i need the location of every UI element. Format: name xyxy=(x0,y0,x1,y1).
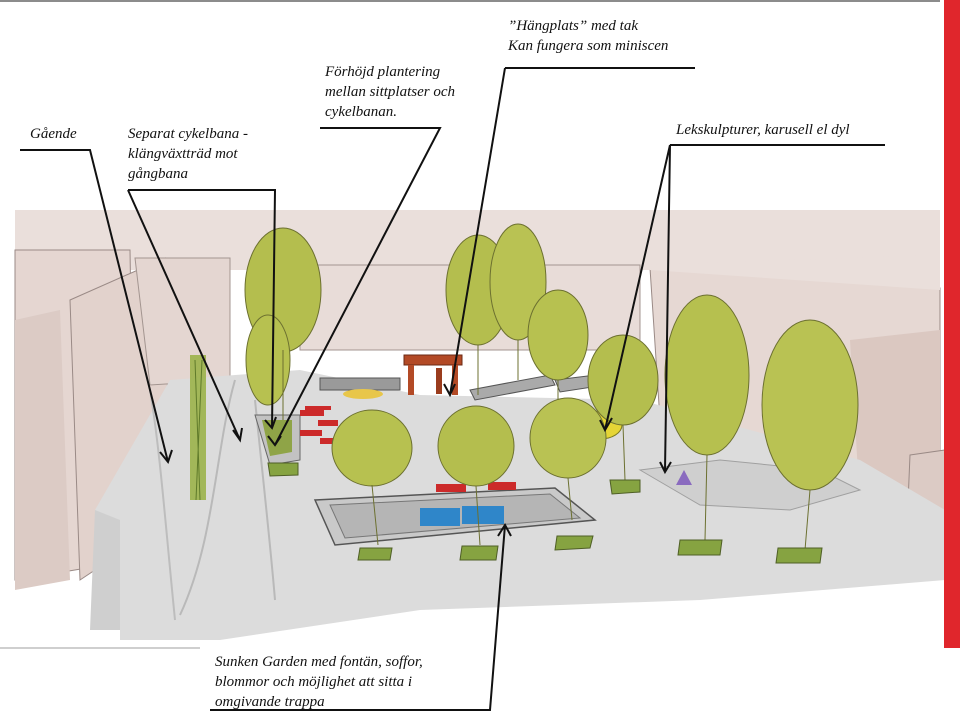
label-line: Lekskulpturer, karusell el dyl xyxy=(676,122,850,138)
leader-hangplats xyxy=(449,67,695,396)
label-gaende: Gående xyxy=(30,124,77,144)
seating xyxy=(300,406,340,444)
label-line: Separat cykelbana - xyxy=(128,126,248,142)
label-line: mellan sittplatser och xyxy=(325,84,455,100)
leader-lekskulpturer xyxy=(604,144,885,471)
leader-lines xyxy=(20,67,885,711)
label-line: cykelbanan. xyxy=(325,104,398,120)
label-plantering: Förhöjd plantering mellan sittplatser oc… xyxy=(325,62,455,122)
label-hangplats: ”Hängplats” med tak Kan fungera som mini… xyxy=(508,16,668,56)
label-line: ”Hängplats” med tak xyxy=(508,18,639,34)
top-rule xyxy=(0,0,940,2)
label-lekskulpturer: Lekskulpturer, karusell el dyl xyxy=(676,120,850,140)
label-line: Kan fungera som miniscen xyxy=(508,38,669,54)
sunken-garden xyxy=(313,482,597,546)
leader-plantering xyxy=(274,127,442,446)
label-line: klängväxtträd mot xyxy=(128,146,238,162)
label-line: Gående xyxy=(30,126,77,142)
leader-cykelbana xyxy=(128,189,277,429)
bench xyxy=(488,482,516,490)
accent-bar xyxy=(944,0,960,648)
fountain-pool-right xyxy=(462,506,504,524)
label-line: Sunken Garden med fontän, soffor, xyxy=(215,654,423,670)
bench xyxy=(436,484,466,492)
fountain-pool-left xyxy=(420,508,460,526)
label-line: blommor och möjlighet att sitta i xyxy=(215,674,413,690)
climbing-vines xyxy=(190,355,206,501)
label-sunken: Sunken Garden med fontän, soffor, blommo… xyxy=(215,652,423,712)
trees xyxy=(244,223,859,551)
leader-sunken xyxy=(210,524,506,711)
label-line: Förhöjd plantering xyxy=(325,64,441,80)
label-cykelbana: Separat cykelbana - klängväxtträd mot gå… xyxy=(128,124,248,184)
tree-planters xyxy=(267,462,823,564)
label-line: gångbana xyxy=(128,166,188,182)
leader-gaende xyxy=(20,149,169,463)
label-line: omgivande trappa xyxy=(215,694,325,710)
